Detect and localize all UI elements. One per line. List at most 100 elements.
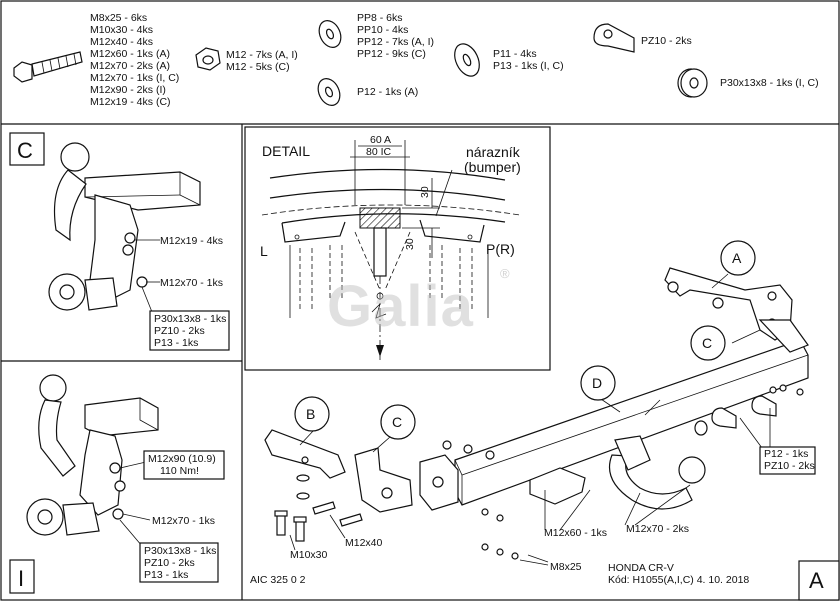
callout-d-label: D [592,375,602,391]
main-right-box-0: P12 - 1ks [764,448,808,460]
bolt-list-3: M12x60 - 1ks (A) [90,48,170,60]
panel-c-box-0: P30x13x8 - 1ks [154,313,226,325]
socket-plate [529,467,586,505]
washer-pp-1: PP10 - 4ks [357,24,408,36]
panel-c-letter: C [17,138,33,163]
logo-mark: ® [500,266,510,281]
detail-dim-top-2: 80 IC [366,146,392,158]
washer-p12: P12 - 1ks (A) [357,86,418,98]
callout-b [294,396,330,432]
bolt-list-5: M12x70 - 1ks (I, C) [90,72,179,84]
panel-c-letter-box [9,132,45,166]
panel-c-ballneck [53,169,87,242]
nut-list-1: M12 - 5ks (C) [226,61,290,73]
detail-left-label: L [260,243,268,259]
washer-icon [318,20,342,48]
callout-c-left [380,404,416,440]
bolt-list-2: M12x40 - 4ks [90,36,153,48]
detail-title: DETAIL [262,143,310,159]
detail-mount-block [359,207,401,229]
panel-i-ballneck [38,399,76,477]
callout-c-right-label: C [702,335,712,351]
bolt-list-4: M12x70 - 2ks (A) [90,60,170,72]
main-right-box-1: PZ10 - 2ks [764,460,815,472]
washer-p30-label: P30x13x8 - 1ks (I, C) [720,77,819,89]
bolt-list-1: M10x30 - 4ks [90,24,153,36]
panel-i-torque-0: M12x90 (10.9) [148,453,216,465]
bolt-list-6: M12x90 - 2ks (I) [90,84,166,96]
detail-right-label: P(R) [486,241,515,257]
callout-b-label: B [306,406,315,422]
panel-i-parts-box [139,542,219,583]
washer-pp-3: PP12 - 9ks (C) [357,48,426,60]
bolt-icon [13,51,83,83]
spacer-pz10-label: PZ10 - 2ks [641,35,692,47]
panel-i-bolt-label: M12x70 - 1ks [152,515,215,527]
label-m8x25: M8x25 [550,561,582,573]
side-bracket-b [264,429,346,479]
detail-frame [244,126,551,371]
washer-pp-2: PP12 - 7ks (A, I) [357,36,434,48]
main-ballneck [608,454,693,510]
panel-i: I M12x90 (10.9) 110 Nm! M12x70 - 1ks P30… [9,374,225,594]
left-mount-bracket [354,447,413,513]
detail-bumper-en: (bumper) [464,159,521,175]
detail-dim-top-1: 60 A [370,134,391,146]
label-m12x70: M12x70 - 2ks [626,523,689,535]
panel-i-box-0: P30x13x8 - 1ks [144,545,216,557]
callout-a [720,240,756,276]
panel-c-box-1: PZ10 - 2ks [154,325,205,337]
washer-icon-p12 [317,78,341,106]
callout-c-right [690,325,726,361]
panel-i-torque-box [143,450,225,480]
parts-header: M8x25 - 6ks M10x30 - 4ks M12x40 - 4ks M1… [13,12,819,108]
panel-i-box-1: PZ10 - 2ks [144,557,195,569]
footer-corner-letter: A [809,568,824,593]
panel-c: C M12x19 - 4ks M12x70 - 1ks P30x13x8 - 1… [9,132,230,351]
panel-i-box-2: P13 - 1ks [144,569,188,581]
footer-aic: AIC 325 0 2 [250,574,306,586]
panel-i-tube [84,397,159,437]
footer-code: Kód: H1055(A,I,C) 4. 10. 2018 [608,574,749,586]
detail-dim-v1: 30 [419,186,431,198]
washer-pp-0: PP8 - 6ks [357,12,403,24]
main-assembly: A C D B C P12 - 1ks PZ10 - 2ks M12x60 - … [264,240,816,573]
main-towball [678,456,706,484]
panel-c-box-2: P13 - 1ks [154,337,198,349]
panel-c-towball [60,142,90,172]
bolt-list-0: M8x25 - 6ks [90,12,147,24]
panel-c-parts-box [149,310,230,351]
washer-p-0: P11 - 4ks [493,48,537,60]
detail-bumper-cz: nárazník [466,144,521,160]
galia-logo: Galia ® [327,266,510,339]
washer-p30-icon [677,68,708,98]
callout-d [580,365,616,401]
panel-i-letter-box [9,559,35,594]
footer-model: HONDA CR-V [608,562,674,574]
washer-icon-large [454,43,480,77]
label-m12x40: M12x40 [345,537,383,549]
detail-panel: DETAIL 60 A 80 IC [244,126,551,371]
detail-dim-v2: 30 [404,238,416,250]
panel-c-bolt-label-2: M12x70 - 1ks [160,277,223,289]
label-m12x60: M12x60 - 1ks [544,527,607,539]
logo-text: Galia [327,274,474,339]
callout-a-label: A [732,250,742,266]
footer: AIC 325 0 2 HONDA CR-V Kód: H1055(A,I,C)… [250,560,840,601]
nut-list-0: M12 - 7ks (A, I) [226,49,298,61]
washer-p-1: P13 - 1ks (I, C) [493,60,564,72]
spacer-pz10-icon [593,23,635,53]
main-right-parts-box [759,446,816,475]
nut-icon [195,47,221,71]
panel-c-bolt-label-1: M12x19 - 4ks [160,235,223,247]
panel-i-torque-1: 110 Nm! [160,465,199,477]
footer-corner-box [798,560,840,601]
label-m10x30: M10x30 [290,549,328,561]
panel-i-letter: I [18,566,24,591]
callout-c-left-label: C [392,414,402,430]
bolt-list-7: M12x19 - 4ks (C) [90,96,171,108]
panel-i-towball [39,374,67,402]
